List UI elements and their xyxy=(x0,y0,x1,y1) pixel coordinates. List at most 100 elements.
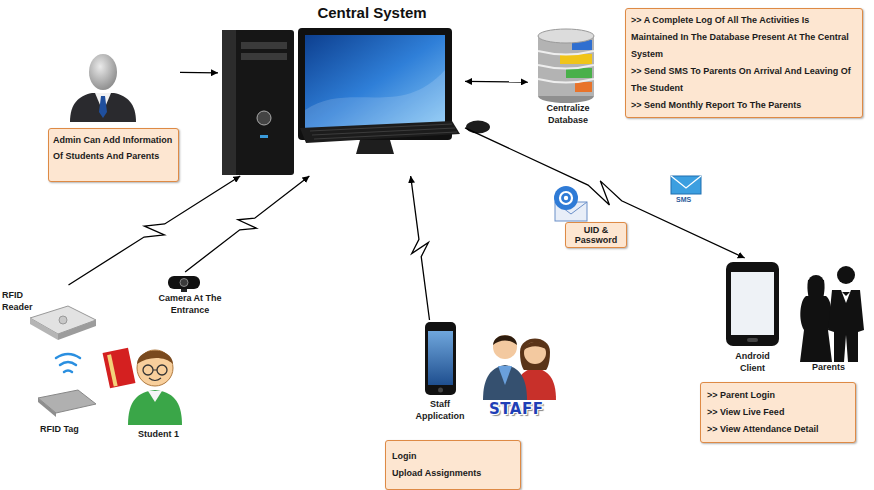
student-icon xyxy=(148,391,162,402)
camera-icon xyxy=(180,279,188,287)
sms-envelope-icon xyxy=(671,176,701,188)
connector-arrow xyxy=(465,128,745,258)
callout-text: >> A Complete Log Of All The Activities … xyxy=(631,12,857,63)
connector-arrow xyxy=(411,176,430,320)
computer-icon xyxy=(222,30,236,175)
student-icon xyxy=(128,390,182,425)
computer-icon xyxy=(300,121,460,143)
android-phone-icon xyxy=(731,272,774,335)
connector-arrow xyxy=(180,72,218,74)
camera-icon xyxy=(181,289,187,292)
node-label: Centralize Database xyxy=(528,102,608,126)
rfid-reader: RFID Reader xyxy=(2,285,97,347)
email-icon xyxy=(560,192,572,204)
node-label: Staff Application xyxy=(405,398,475,422)
student-icon xyxy=(157,365,167,375)
staff-app: Staff Application xyxy=(405,320,475,428)
android-phone-icon xyxy=(726,262,779,346)
rfid-reader-icon xyxy=(30,306,96,340)
staff-phone-icon xyxy=(425,322,456,395)
student-icon xyxy=(137,350,173,386)
student-icon xyxy=(143,365,153,375)
database-icon xyxy=(538,36,594,96)
database-icon xyxy=(538,29,594,43)
callout-text: >> Parent Login xyxy=(707,387,849,404)
diagram-title: Central System xyxy=(302,4,442,22)
callout-text: >> Send Monthly Report To The Parents xyxy=(631,97,857,114)
database-icon xyxy=(575,82,592,92)
connector-arrow xyxy=(69,176,241,285)
callout-text: Admin Can Add Information Of Students An… xyxy=(48,128,179,182)
android-phone-icon xyxy=(726,262,779,346)
staff-phone-icon xyxy=(425,322,456,395)
central-computer: Central System xyxy=(218,4,465,176)
database-icon xyxy=(538,51,594,83)
staff-icon xyxy=(493,335,517,359)
staff-icon xyxy=(493,335,517,345)
database-icon xyxy=(566,68,592,78)
computer-icon xyxy=(257,111,271,125)
computer-icon xyxy=(222,28,490,175)
computer-icon xyxy=(222,30,294,175)
admin-icon xyxy=(89,54,117,90)
rfid-tag-icon xyxy=(38,390,96,413)
wireless-waves xyxy=(56,354,80,372)
callout-box: >> Parent Login>> View Live Feed>> View … xyxy=(700,382,856,443)
callout-text: Login xyxy=(392,448,514,465)
admin-icon xyxy=(70,54,136,122)
connector-arrow xyxy=(465,81,528,83)
parents-icon xyxy=(842,292,850,296)
callout-text: >> View Live Feed xyxy=(707,404,849,421)
student-icon xyxy=(107,354,118,386)
sms-envelope-icon xyxy=(671,176,701,194)
icon-label: Parents xyxy=(812,362,862,373)
staff-phone-icon xyxy=(438,388,443,393)
staff-phone-icon xyxy=(428,331,453,385)
camera-node: Camera At The Entrance xyxy=(155,272,225,322)
student-icon xyxy=(137,351,173,365)
rfid-reader-icon xyxy=(30,318,58,340)
parents-icon xyxy=(828,290,864,362)
icon-label: STAFF xyxy=(489,400,559,418)
wireless-waves xyxy=(56,354,80,372)
computer-icon xyxy=(241,53,287,60)
computer-icon xyxy=(305,35,445,132)
computer-icon xyxy=(356,140,394,154)
computer-icon xyxy=(260,135,268,138)
node-label: RFID Reader xyxy=(2,289,36,313)
student-icon xyxy=(103,348,182,425)
staff-icon xyxy=(498,366,512,385)
icon-label: Student 1 xyxy=(138,429,198,440)
email-icon xyxy=(564,196,568,200)
database-icon xyxy=(538,29,594,103)
admin-user: Admin Can Add Information Of Students An… xyxy=(45,50,180,182)
callout-box: >> A Complete Log Of All The Activities … xyxy=(625,8,863,118)
rfid-tag-icon xyxy=(38,398,56,417)
camera-icon xyxy=(168,276,200,292)
parents-icon xyxy=(800,296,832,362)
connector-arrow xyxy=(185,176,309,272)
rfid-tag-icon xyxy=(38,390,96,417)
computer-icon xyxy=(466,121,490,134)
callout-text: >> Send SMS To Parents On Arrival And Le… xyxy=(631,63,857,97)
staff-icon xyxy=(520,339,550,371)
email-icon xyxy=(554,186,587,221)
node-label: Android Client xyxy=(722,350,783,374)
email-icon xyxy=(554,186,578,210)
sms-label: SMS xyxy=(676,195,716,204)
rfid-reader-icon xyxy=(30,306,96,334)
admin-icon xyxy=(99,96,107,118)
callout-box: LoginUpload Assignments xyxy=(385,440,521,490)
parents-icon xyxy=(837,266,855,284)
camera-icon xyxy=(168,276,200,289)
staff-icon xyxy=(524,342,547,350)
database-icon xyxy=(560,54,592,64)
parents-icon xyxy=(800,266,864,362)
rfid-reader-icon xyxy=(59,316,67,324)
computer-icon xyxy=(241,42,287,49)
callout-text: >> View Attendance Detail xyxy=(707,421,849,438)
